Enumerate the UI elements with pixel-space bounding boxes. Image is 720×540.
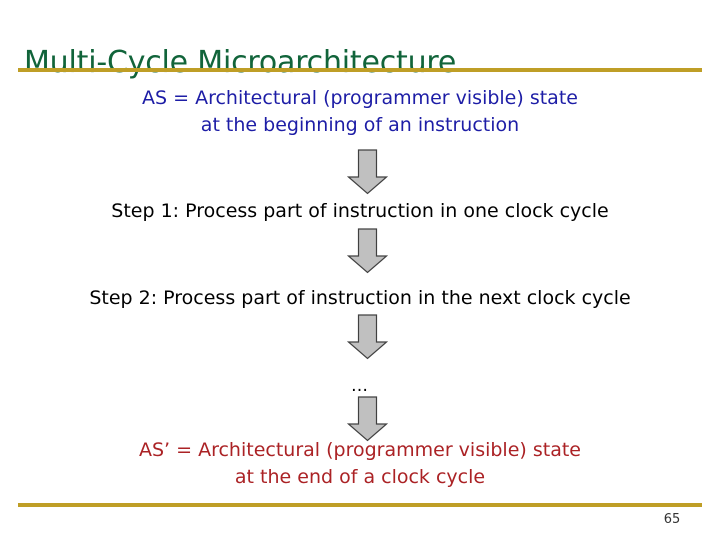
step1-line-1: Step 1: Process part of instruction in o… — [111, 200, 609, 222]
as-state-block: AS = Architectural (programmer visible) … — [0, 85, 720, 139]
ellipsis-line-1: … — [351, 376, 369, 396]
down-arrow-icon — [347, 149, 388, 195]
as-prime-state-line-1: AS’ = Architectural (programmer visible)… — [139, 439, 581, 461]
ellipsis-block: … — [0, 375, 720, 397]
step2-block: Step 2: Process part of instruction in t… — [0, 285, 720, 312]
as-prime-state-block: AS’ = Architectural (programmer visible)… — [0, 437, 720, 491]
page-number: 65 — [663, 512, 681, 527]
step1-block: Step 1: Process part of instruction in o… — [0, 198, 720, 225]
step2-line-1: Step 2: Process part of instruction in t… — [89, 287, 631, 309]
down-arrow-icon — [347, 396, 388, 442]
as-state-line-1: AS = Architectural (programmer visible) … — [142, 87, 578, 109]
as-prime-state-line-2: at the end of a clock cycle — [234, 466, 486, 488]
title-divider-top — [18, 68, 702, 72]
down-arrow-icon — [347, 228, 388, 274]
as-state-line-2: at the beginning of an instruction — [200, 114, 520, 136]
down-arrow-icon — [347, 314, 388, 360]
footer-divider-bottom — [18, 503, 702, 507]
page-title: Multi-Cycle Microarchitecture — [24, 45, 457, 81]
